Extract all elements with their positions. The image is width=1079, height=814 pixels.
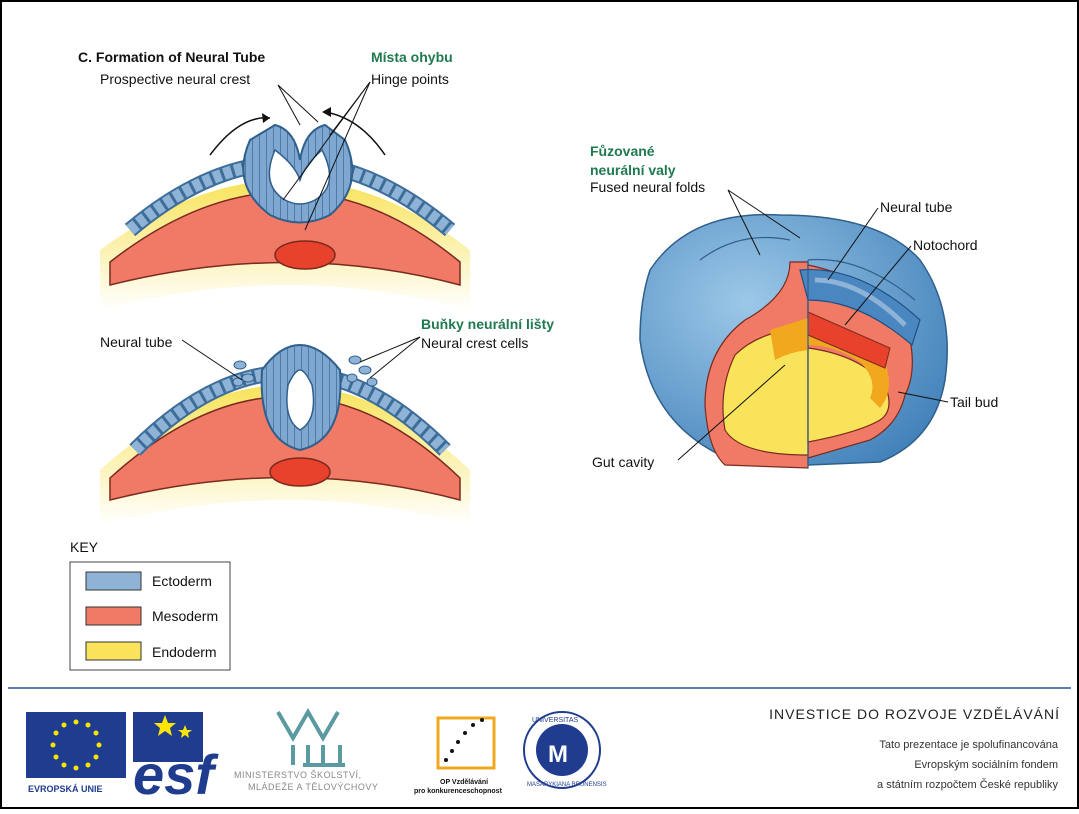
notochord-top	[275, 241, 335, 269]
invest-title: INVESTICE DO ROZVOJE VZDĚLÁVÁNÍ	[769, 706, 1060, 722]
key-title: KEY	[70, 539, 99, 555]
label-gut-cavity: Gut cavity	[592, 454, 654, 470]
msmt-caption-2: MLÁDEŽE A TĚLOVÝCHOVY	[248, 782, 378, 792]
label-neural-crest-cells: Neural crest cells	[421, 335, 528, 351]
op-caption-2: pro konkurenceschopnost	[414, 788, 503, 795]
diagram-title: C. Formation of Neural Tube	[78, 49, 265, 65]
notochord-mid	[270, 458, 330, 486]
invest-line-2: Evropským sociálním fondem	[914, 759, 1058, 771]
key-swatch-endoderm	[86, 642, 141, 660]
label-neural-tube-right: Neural tube	[880, 199, 953, 215]
key-swatch-ectoderm	[86, 572, 141, 590]
label-fused-cz-1: Fůzované	[590, 143, 655, 159]
label-hinge-cz: Místa ohybu	[371, 49, 453, 65]
muni-top-text: UNIVERSITAS	[532, 717, 578, 724]
label-crest-cz: Buňky neurální lišty	[421, 316, 554, 332]
label-notochord: Notochord	[913, 237, 978, 253]
label-tail-bud: Tail bud	[950, 394, 998, 410]
label-fused-cz-2: neurální valy	[590, 162, 676, 178]
esf-text: esf	[133, 743, 219, 806]
op-caption-1: OP Vzdělávání	[440, 779, 489, 786]
eu-caption: EVROPSKÁ UNIE	[28, 784, 103, 794]
label-prospective-neural-crest: Prospective neural crest	[100, 71, 250, 87]
key-swatch-mesoderm	[86, 607, 141, 625]
invest-line-1: Tato prezentace je spolufinancována	[879, 739, 1058, 751]
label-hinge-points: Hinge points	[371, 71, 449, 87]
key-label-ectoderm: Ectoderm	[152, 573, 212, 589]
key-label-endoderm: Endoderm	[152, 644, 217, 660]
invest-line-3: a státním rozpočtem České republiky	[877, 778, 1058, 791]
label-fused-neural-folds: Fused neural folds	[590, 179, 705, 195]
muni-bottom-text: MASARYKIANA BRUNENSIS	[527, 782, 607, 788]
label-neural-tube-mid: Neural tube	[100, 334, 173, 350]
key-label-mesoderm: Mesoderm	[152, 608, 218, 624]
msmt-caption-1: MINISTERSTVO ŠKOLSTVÍ,	[234, 770, 362, 780]
svg-text:M: M	[548, 741, 568, 768]
